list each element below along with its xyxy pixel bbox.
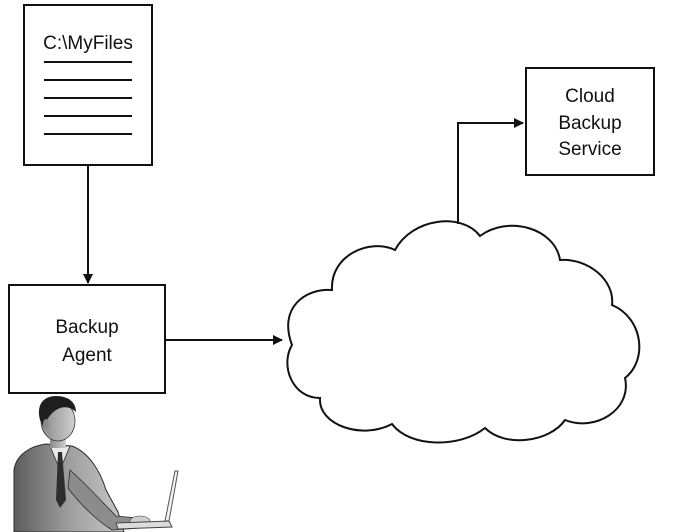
- cloud-backup-service-node: Cloud Backup Service: [525, 67, 655, 176]
- document-node: C:\MyFiles: [23, 4, 153, 166]
- laptop-base: [115, 520, 173, 530]
- backup-agent-label-line1: Backup: [55, 317, 118, 338]
- document-text-lines: [44, 61, 132, 135]
- user-with-laptop-icon: [13, 396, 179, 532]
- backup-agent-node: Backup Agent: [8, 284, 166, 394]
- service-label-line2: Backup: [558, 113, 621, 134]
- user-ear: [43, 419, 49, 429]
- document-path-label: C:\MyFiles: [43, 33, 133, 54]
- laptop-screen: [164, 470, 179, 522]
- backup-agent-label-line2: Agent: [62, 345, 112, 366]
- cloud-backup-service-box: [525, 67, 655, 176]
- network-cloud: [286, 220, 641, 444]
- user-tie: [56, 452, 66, 508]
- backup-agent-box: [8, 284, 166, 394]
- arrow-cloud-to-service: [457, 118, 524, 224]
- service-label-line3: Service: [558, 139, 621, 160]
- service-label-line1: Cloud: [565, 86, 615, 107]
- document-box: [23, 4, 153, 166]
- user-hair: [38, 396, 76, 428]
